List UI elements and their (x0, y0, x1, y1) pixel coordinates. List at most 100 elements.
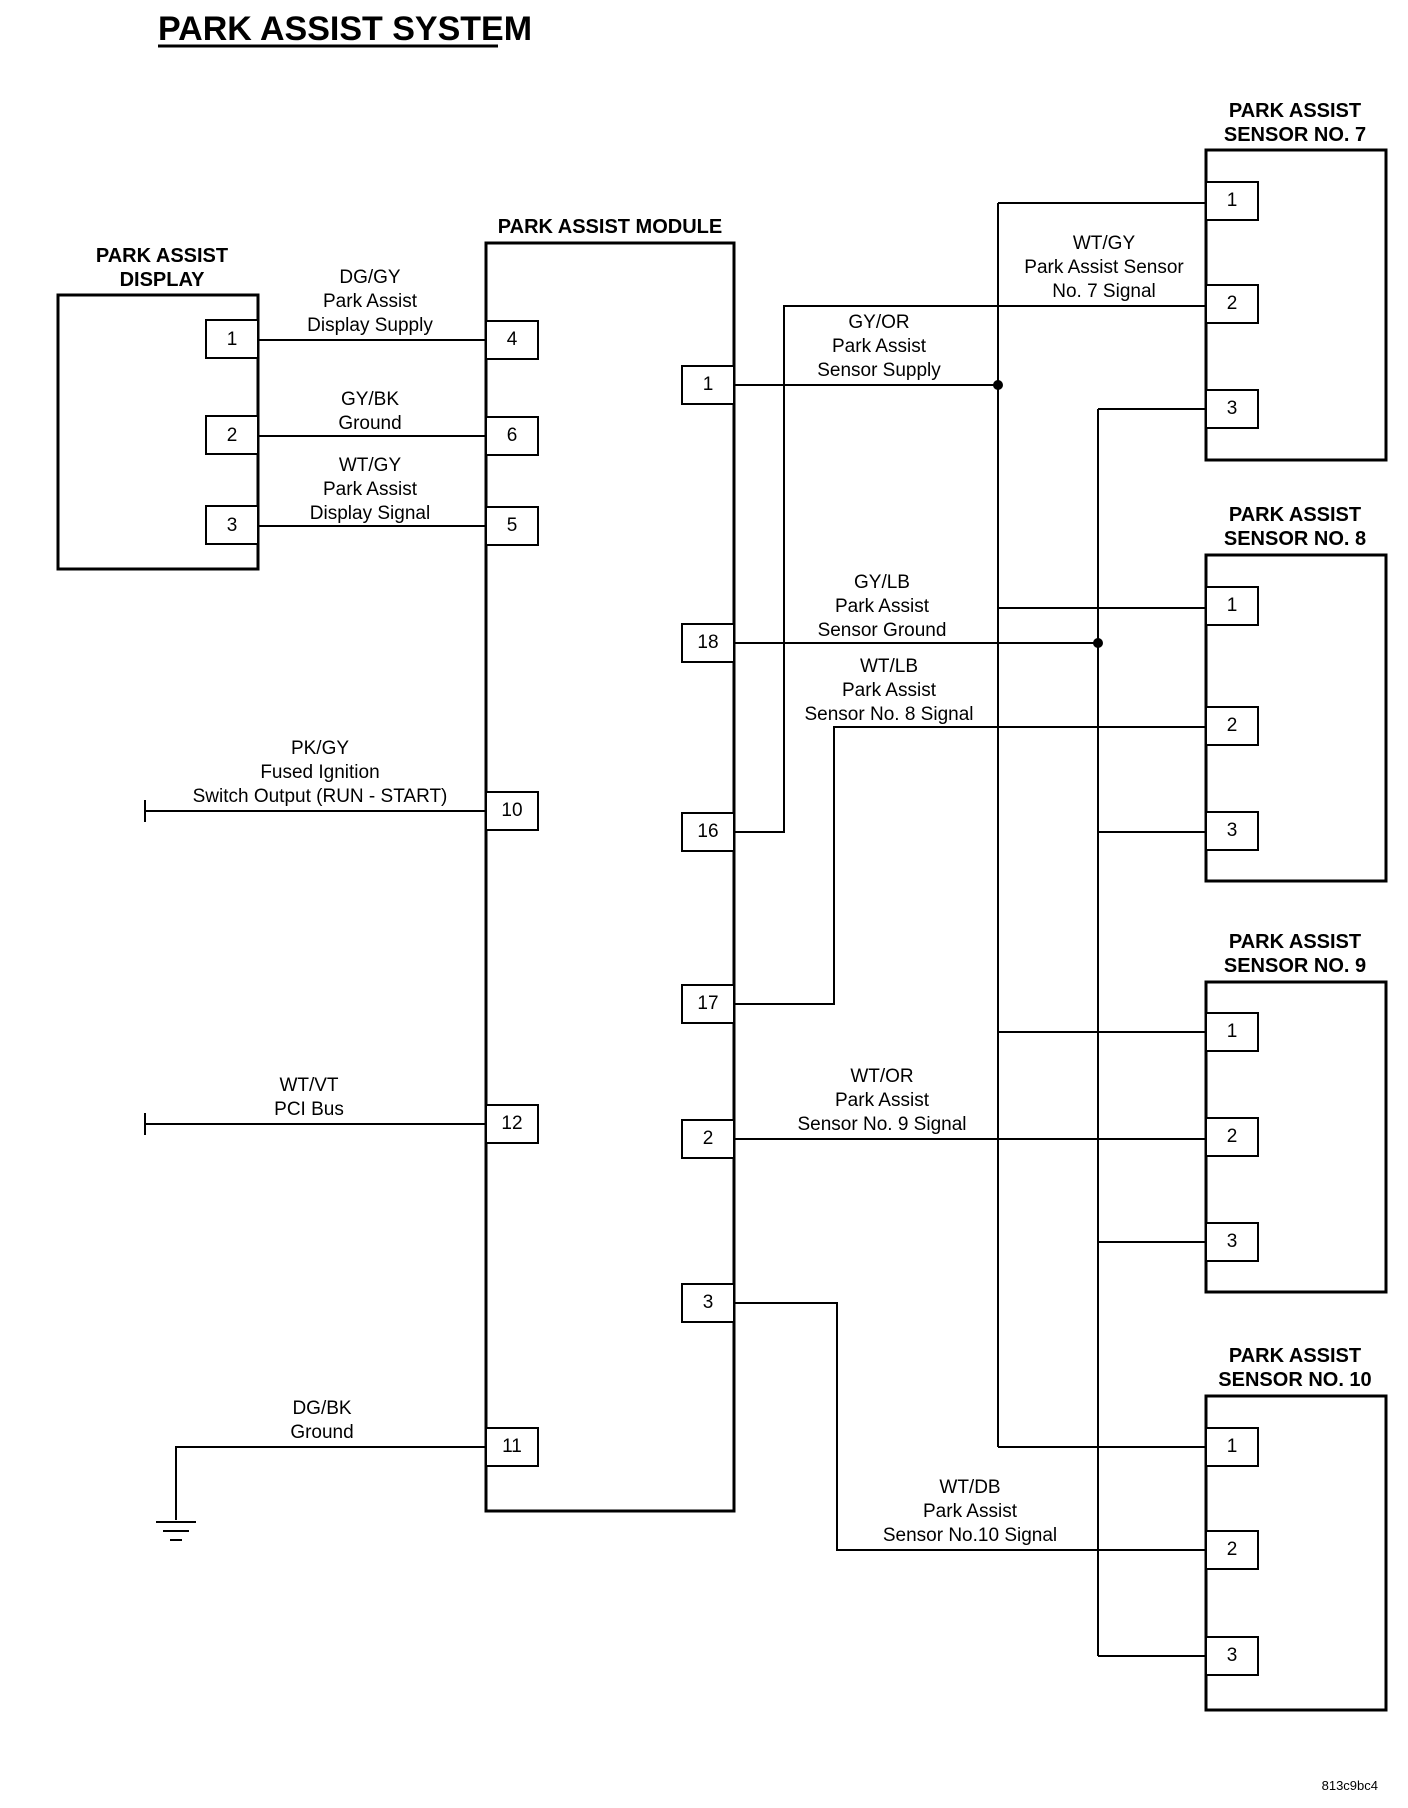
wire-label-sensor-supply-1: GY/OR (848, 312, 909, 333)
module-pin-12-label: 12 (501, 1113, 522, 1134)
sensor9-pin-3-label: 3 (1227, 1231, 1238, 1252)
wire-label-module-ground-2: Ground (290, 1422, 353, 1443)
park-assist-module: PARK ASSIST MODULE 4 6 5 10 12 11 1 18 1… (484, 216, 736, 1513)
display-pin-2-label: 2 (227, 425, 238, 446)
module-pin-4 (485, 320, 539, 360)
sensor8-pin-2-label: 2 (1227, 715, 1238, 736)
display-pin-1-label: 1 (227, 329, 238, 350)
wire-label-display-supply-1: DG/GY (339, 267, 401, 288)
module-pin-18-label: 18 (697, 632, 718, 653)
wire-module-ground (175, 1446, 486, 1520)
sensor8-pin-1 (1205, 586, 1259, 626)
sensor10-pin-1-label: 1 (1227, 1436, 1238, 1457)
wire-label-sensor10-signal-1: WT/DB (939, 1477, 1000, 1498)
sensor-7: PARK ASSIST SENSOR NO. 7 1 2 3 (1204, 100, 1388, 462)
wire-label-sensor7-signal-2: Park Assist Sensor (1024, 257, 1184, 278)
splice-ground (1093, 638, 1103, 648)
module-pin-18 (681, 623, 735, 663)
module-pin-11 (485, 1427, 539, 1467)
wire-label-sensor9-signal-1: WT/OR (850, 1066, 913, 1087)
wire-label-display-ground-2: Ground (338, 413, 401, 434)
wire-label-ignition-2: Fused Ignition (260, 762, 379, 783)
sensor7-pin-3-label: 3 (1227, 398, 1238, 419)
module-pin-2 (681, 1119, 735, 1159)
sensor7-title-line-1: PARK ASSIST (1229, 100, 1361, 122)
sensor9-pin-3 (1205, 1222, 1259, 1262)
module-pin-1-label: 1 (703, 374, 714, 395)
wire-label-ignition-1: PK/GY (291, 738, 349, 759)
wire-label-sensor7-signal-1: WT/GY (1073, 233, 1136, 254)
sensor-8: PARK ASSIST SENSOR NO. 8 1 2 3 (1204, 504, 1388, 883)
sensor10-title-line-2: SENSOR NO. 10 (1218, 1369, 1371, 1391)
display-pin-3 (205, 505, 259, 545)
sensor9-pin-2 (1205, 1117, 1259, 1157)
sensor7-pin-2-label: 2 (1227, 293, 1238, 314)
page-title: PARK ASSIST SYSTEM (158, 10, 532, 48)
module-pin-6-label: 6 (507, 425, 518, 446)
wire-label-sensor-ground-2: Park Assist (835, 596, 930, 617)
module-pin-6 (485, 416, 539, 456)
module-pin-3-label: 3 (703, 1292, 714, 1313)
sensor10-title-line-1: PARK ASSIST (1229, 1345, 1361, 1367)
sensor8-title-line-1: PARK ASSIST (1229, 504, 1361, 526)
sensor7-pin-3 (1205, 389, 1259, 429)
wire-label-sensor10-signal-2: Park Assist (923, 1501, 1018, 1522)
splice-supply (993, 380, 1003, 390)
wire-label-display-supply-2: Park Assist (323, 291, 418, 312)
module-pin-17 (681, 984, 735, 1024)
wire-label-display-signal-1: WT/GY (339, 455, 402, 476)
sensor7-pin-1 (1205, 181, 1259, 221)
module-pin-3 (681, 1283, 735, 1323)
module-pin-2-label: 2 (703, 1128, 714, 1149)
sensor7-pin-2 (1205, 284, 1259, 324)
sensor8-pin-1-label: 1 (1227, 595, 1238, 616)
image-code: 813c9bc4 (1322, 1778, 1378, 1793)
module-pin-17-label: 17 (697, 993, 718, 1014)
module-pin-1 (681, 365, 735, 405)
sensor-9: PARK ASSIST SENSOR NO. 9 1 2 3 (1204, 931, 1388, 1294)
display-pin-3-label: 3 (227, 515, 238, 536)
wire-label-display-signal-2: Park Assist (323, 479, 418, 500)
wire-label-sensor8-signal-3: Sensor No. 8 Signal (805, 704, 974, 725)
wire-label-pci-bus-2: PCI Bus (274, 1099, 344, 1120)
display-pin-1 (205, 319, 259, 359)
module-pin-16 (681, 812, 735, 852)
wire-label-sensor-supply-3: Sensor Supply (817, 360, 941, 381)
wire-label-sensor7-signal-3: No. 7 Signal (1052, 281, 1156, 302)
module-pin-16-label: 16 (697, 821, 718, 842)
wire-label-module-ground-1: DG/BK (292, 1398, 351, 1419)
display-title-line-2: DISPLAY (120, 269, 206, 291)
sensor9-pin-1-label: 1 (1227, 1021, 1238, 1042)
wire-label-display-signal-3: Display Signal (310, 503, 430, 524)
module-title: PARK ASSIST MODULE (498, 216, 722, 238)
wire-label-sensor10-signal-3: Sensor No.10 Signal (883, 1525, 1057, 1546)
sensor7-pin-1-label: 1 (1227, 190, 1238, 211)
module-pin-5 (485, 506, 539, 546)
wire-label-sensor-supply-2: Park Assist (832, 336, 927, 357)
sensor8-pin-2 (1205, 706, 1259, 746)
wires (144, 202, 1206, 1657)
sensor-10: PARK ASSIST SENSOR NO. 10 1 2 3 (1204, 1345, 1388, 1712)
wire-label-sensor8-signal-2: Park Assist (842, 680, 937, 701)
sensor8-pin-3 (1205, 811, 1259, 851)
sensor10-pin-2 (1205, 1530, 1259, 1570)
sensor10-pin-2-label: 2 (1227, 1539, 1238, 1560)
sensor8-pin-3-label: 3 (1227, 820, 1238, 841)
sensor7-title-line-2: SENSOR NO. 7 (1224, 124, 1366, 146)
sensor10-pin-3 (1205, 1636, 1259, 1676)
wire-label-sensor-ground-3: Sensor Ground (818, 620, 947, 641)
module-pin-5-label: 5 (507, 515, 518, 536)
wire-label-sensor8-signal-1: WT/LB (860, 656, 918, 677)
module-pin-10-label: 10 (501, 800, 522, 821)
sensor10-pin-3-label: 3 (1227, 1645, 1238, 1666)
module-pin-11-label: 11 (502, 1436, 522, 1457)
wire-label-sensor9-signal-2: Park Assist (835, 1090, 930, 1111)
wire-labels: DG/GY Park Assist Display Supply GY/BK G… (193, 233, 1185, 1546)
wire-label-sensor9-signal-3: Sensor No. 9 Signal (798, 1114, 967, 1135)
module-pin-12 (485, 1104, 539, 1144)
display-pin-2 (205, 415, 259, 455)
sensor9-title-line-2: SENSOR NO. 9 (1224, 955, 1366, 977)
sensor8-title-line-2: SENSOR NO. 8 (1224, 528, 1366, 550)
wire-sensor8-signal (734, 726, 1206, 1005)
wire-label-display-supply-3: Display Supply (307, 315, 433, 336)
